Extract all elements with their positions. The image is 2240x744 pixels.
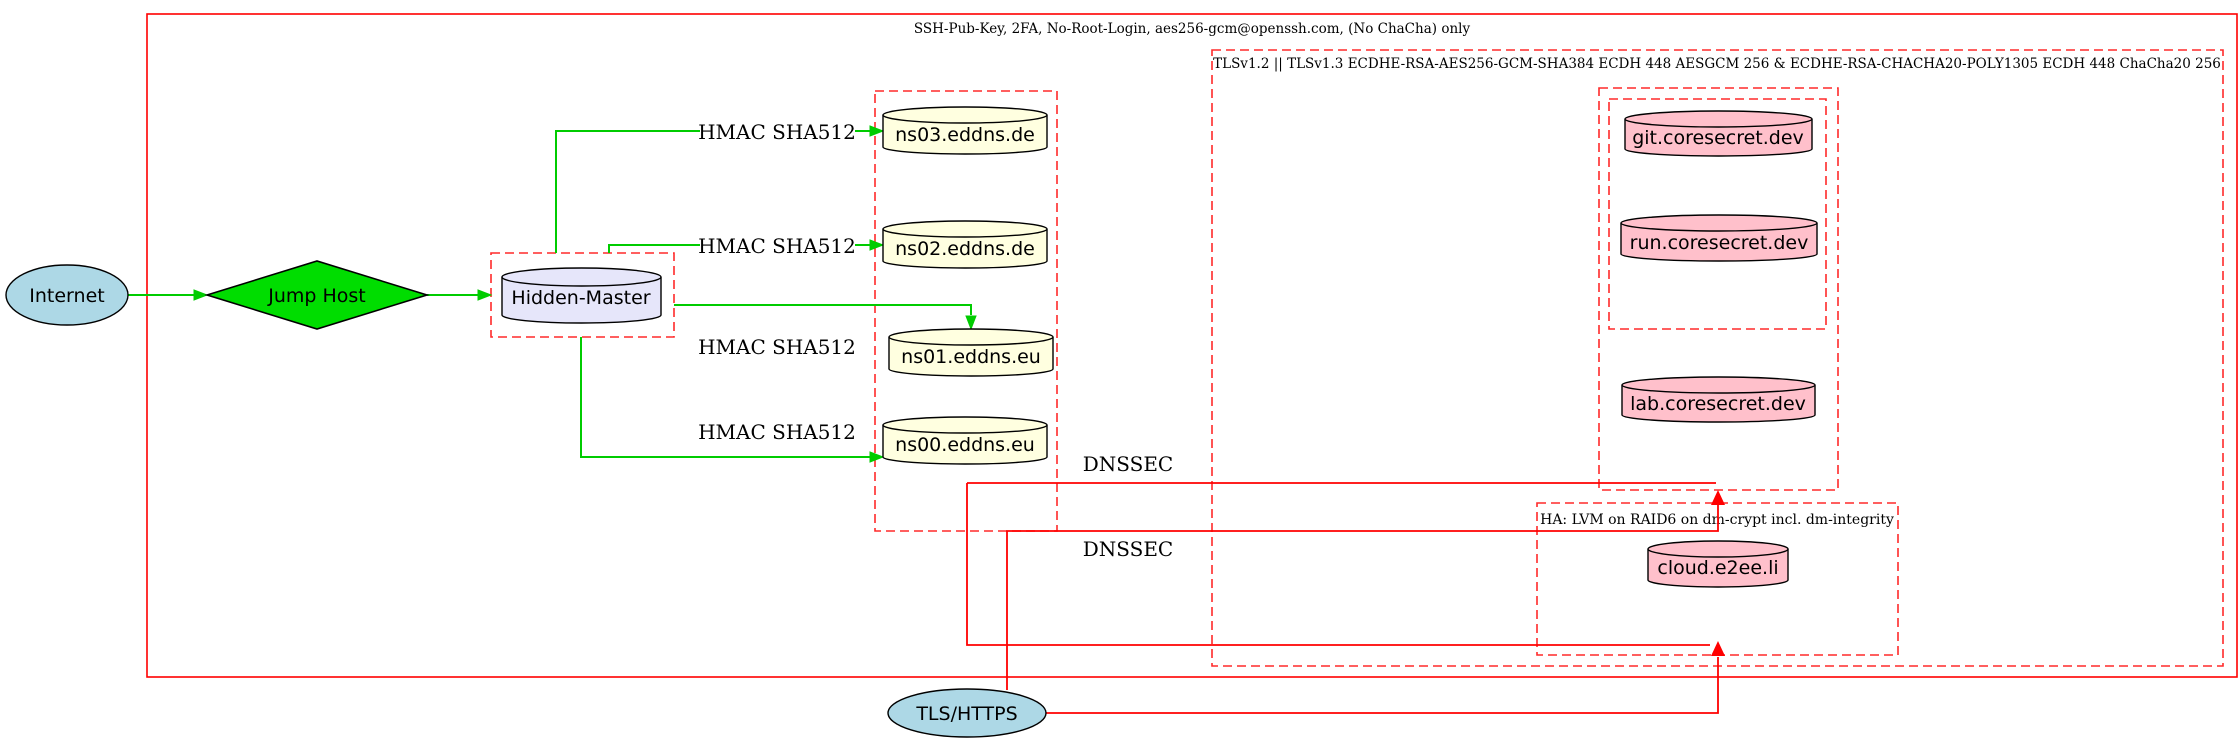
node-ns02: ns02.eddns.de (882, 220, 1048, 269)
edge-labels: HMAC SHA512 HMAC SHA512 HMAC SHA512 HMAC… (698, 119, 1173, 561)
tls-cluster-label: TLSv1.2 || TLSv1.3 ECDHE-RSA-AES256-GCM-… (1213, 56, 2221, 72)
ns00-label: ns00.eddns.eu (895, 434, 1035, 456)
ns01-cylinder-top (888, 328, 1054, 346)
hmac1-label: HMAC SHA512 (698, 120, 856, 144)
gitrun-cluster-border (1608, 98, 1827, 330)
lab-cylinder-body (1621, 385, 1816, 423)
ssh-cluster-label: SSH-Pub-Key, 2FA, No-Root-Login, aes256-… (914, 21, 1471, 37)
arrowhead-hiddenmaster (477, 289, 493, 301)
nameserver-cluster-border (874, 90, 1058, 532)
arrowhead-ns00 (869, 451, 885, 463)
node-jump-host: Jump Host (204, 260, 430, 330)
green-arrowheads (193, 125, 977, 463)
cloud-cylinder-top (1647, 540, 1789, 558)
node-hidden-master: Hidden-Master (501, 267, 662, 324)
red-arrowheads (1711, 490, 1725, 656)
hidden-master-cylinder-top (501, 267, 662, 287)
ns00-cylinder-top (882, 416, 1048, 434)
cloud-cylinder-body (1647, 549, 1789, 588)
hidden-master-cylinder-body (501, 277, 662, 324)
git-cylinder-body (1624, 119, 1813, 157)
ha-cluster-label: HA: LVM on RAID6 on dm-crypt incl. dm-in… (1540, 512, 1894, 528)
edge-hiddenmaster-ns01 (674, 304, 972, 315)
jump-host-diamond (204, 260, 430, 330)
edge-tlshttps-coresecret (1006, 505, 1719, 690)
ns02-label: ns02.eddns.de (895, 238, 1035, 260)
internet-ellipse (5, 264, 129, 326)
cloud-label: cloud.e2ee.li (1657, 557, 1778, 579)
edge-hiddenmaster-ns00 (580, 337, 870, 458)
jump-host-label: Jump Host (267, 285, 366, 307)
arrowhead-ha (1711, 641, 1725, 656)
tls-https-ellipse (887, 688, 1047, 738)
node-ns00: ns00.eddns.eu (882, 416, 1048, 465)
hmac2-label: HMAC SHA512 (698, 234, 856, 258)
arrowhead-ns03 (869, 125, 885, 137)
node-ns03: ns03.eddns.de (882, 106, 1048, 155)
ns03-cylinder-body (882, 115, 1048, 155)
ssh-cluster-border (146, 13, 2238, 678)
hmac1-label-bg (700, 119, 855, 143)
edge-tlshttps-ha (1046, 657, 1719, 714)
run-cylinder-top (1620, 214, 1818, 232)
lab-label: lab.coresecret.dev (1630, 393, 1806, 415)
node-lab: lab.coresecret.dev (1621, 376, 1816, 423)
node-tls-https: TLS/HTTPS (887, 688, 1047, 738)
ns01-cylinder-body (888, 337, 1054, 377)
ns03-label: ns03.eddns.de (895, 124, 1035, 146)
hmac2-label-bg (700, 233, 855, 257)
arrowhead-ns01 (965, 315, 977, 331)
node-git: git.coresecret.dev (1624, 110, 1813, 157)
lab-cylinder-top (1621, 376, 1816, 394)
ns00-cylinder-body (882, 425, 1048, 465)
ns02-cylinder-body (882, 229, 1048, 269)
node-cloud: cloud.e2ee.li (1647, 540, 1789, 588)
hidden-master-label: Hidden-Master (511, 287, 650, 309)
dnssec2-label: DNSSEC (1083, 537, 1174, 561)
arrowhead-coresecret (1711, 490, 1725, 505)
node-ns01: ns01.eddns.eu (888, 328, 1054, 377)
arrowhead-jumphost (193, 289, 209, 301)
cluster-ssh: SSH-Pub-Key, 2FA, No-Root-Login, aes256-… (146, 13, 2238, 678)
node-run: run.coresecret.dev (1620, 214, 1818, 262)
red-edges (966, 482, 1719, 714)
run-cylinder-body (1620, 223, 1818, 262)
coresecret-cluster-border (1598, 87, 1839, 491)
arrowhead-ns02 (869, 239, 885, 251)
run-label: run.coresecret.dev (1630, 232, 1809, 254)
internet-label: Internet (29, 285, 104, 307)
ns02-cylinder-top (882, 220, 1048, 238)
ns01-label: ns01.eddns.eu (901, 346, 1041, 368)
ns03-cylinder-top (882, 106, 1048, 124)
dnssec1-label: DNSSEC (1083, 452, 1174, 476)
edge-dns-ha (966, 483, 1710, 646)
git-cylinder-top (1624, 110, 1813, 128)
hmac3-label: HMAC SHA512 (698, 335, 856, 359)
git-label: git.coresecret.dev (1632, 127, 1804, 149)
node-internet: Internet (5, 264, 129, 326)
tls-https-label: TLS/HTTPS (915, 703, 1017, 725)
hmac4-label: HMAC SHA512 (698, 420, 856, 444)
